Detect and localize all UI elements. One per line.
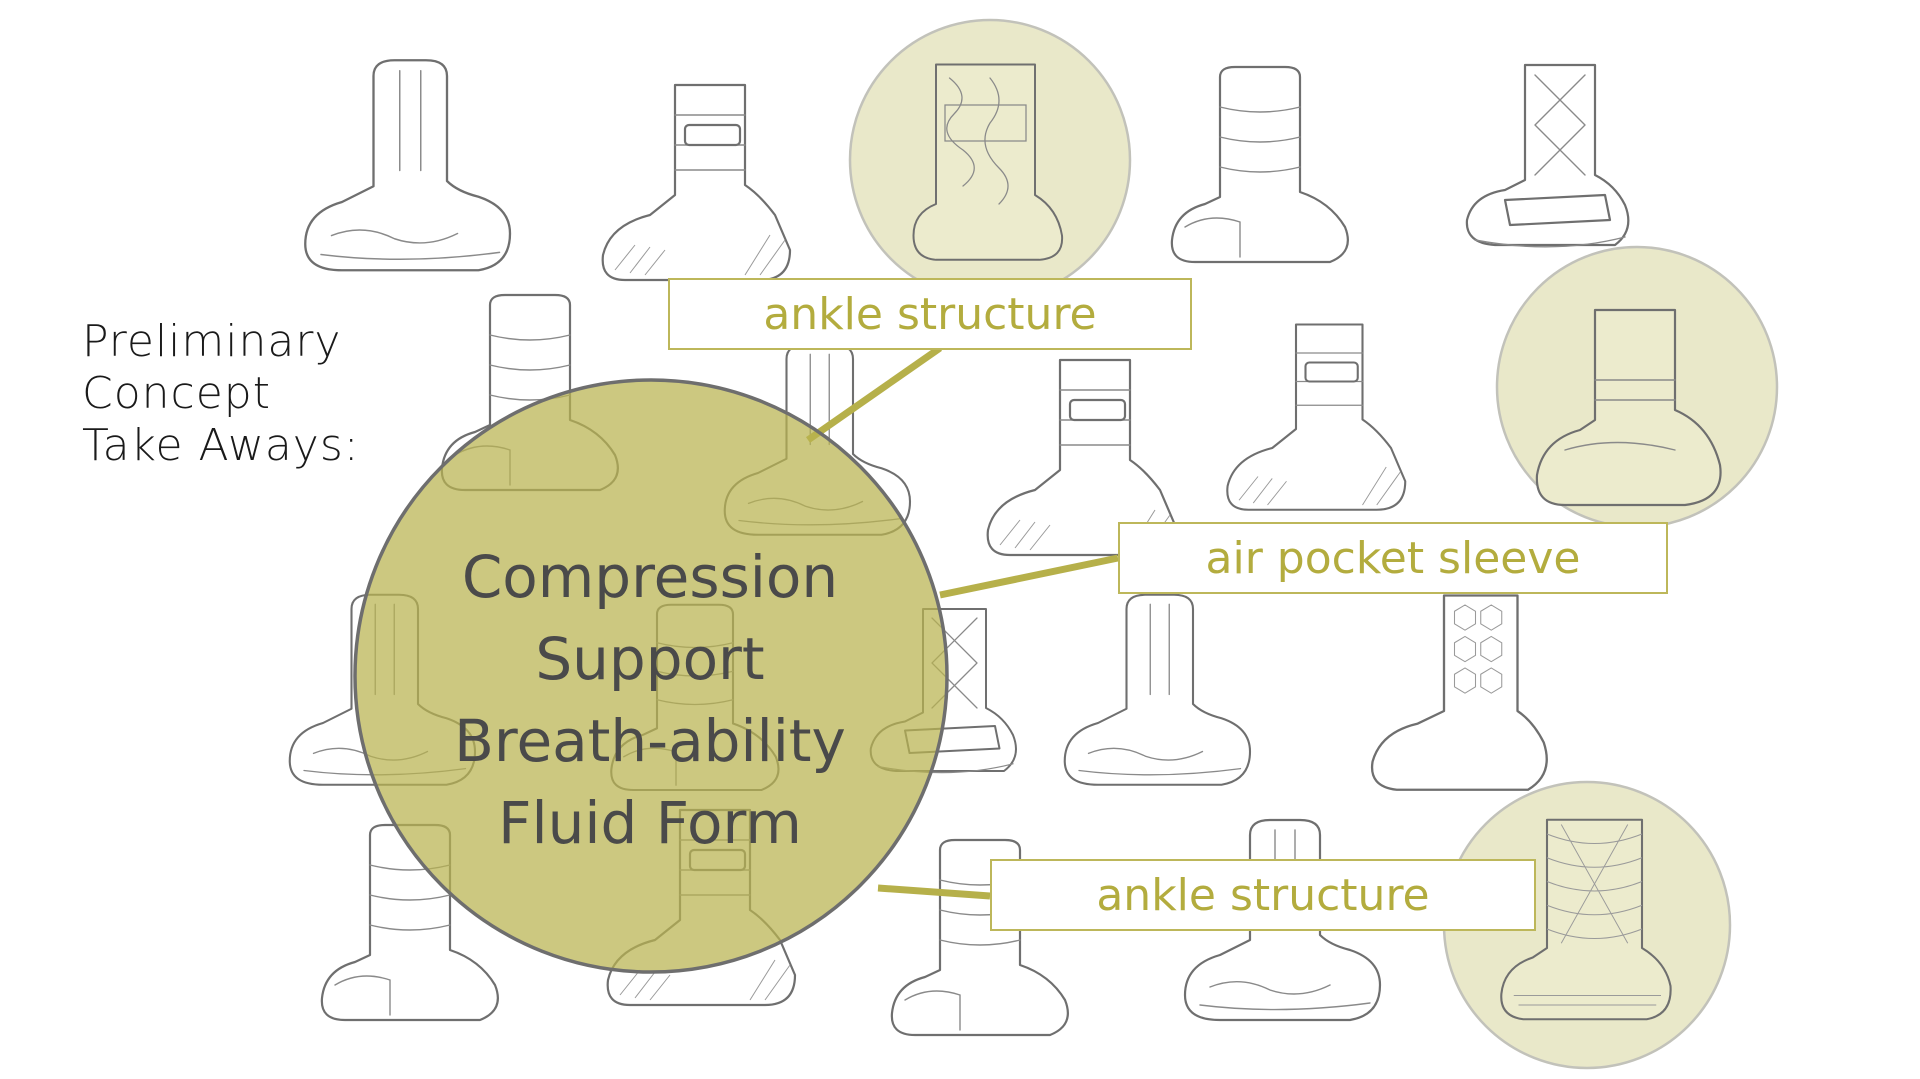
callout-air-pocket-sleeve: air pocket sleeve <box>1118 522 1668 594</box>
boot-sketch <box>1370 594 1548 791</box>
page-heading: Preliminary Concept Take Aways: <box>82 316 360 472</box>
takeaway-item: Breath-ability <box>454 707 846 775</box>
boot-sketch <box>1170 65 1349 264</box>
takeaway-list: Compression Support Breath-ability Fluid… <box>355 536 945 864</box>
callout-ankle-structure: ankle structure <box>668 278 1192 350</box>
takeaway-item: Compression <box>461 543 839 611</box>
boot-sketch <box>1465 63 1630 248</box>
boot-sketch <box>1500 818 1672 1021</box>
takeaway-circle <box>353 378 949 974</box>
callout-connector <box>877 884 991 900</box>
heading-line: Take Aways: <box>82 420 360 471</box>
callout-connector <box>939 554 1119 599</box>
callout-connector <box>805 345 943 443</box>
heading-line: Concept <box>82 368 271 419</box>
heading-line: Preliminary <box>82 316 342 367</box>
boot-sketch <box>601 83 792 282</box>
callout-ankle-structure: ankle structure <box>990 859 1536 931</box>
boot-sketch <box>304 59 512 272</box>
boot-sketch <box>1226 323 1407 511</box>
boot-sketch <box>912 63 1064 261</box>
boot-sketch <box>1535 308 1722 507</box>
boot-sketch <box>1063 593 1252 786</box>
takeaway-item: Fluid Form <box>498 789 802 857</box>
takeaway-item: Support <box>535 625 765 693</box>
